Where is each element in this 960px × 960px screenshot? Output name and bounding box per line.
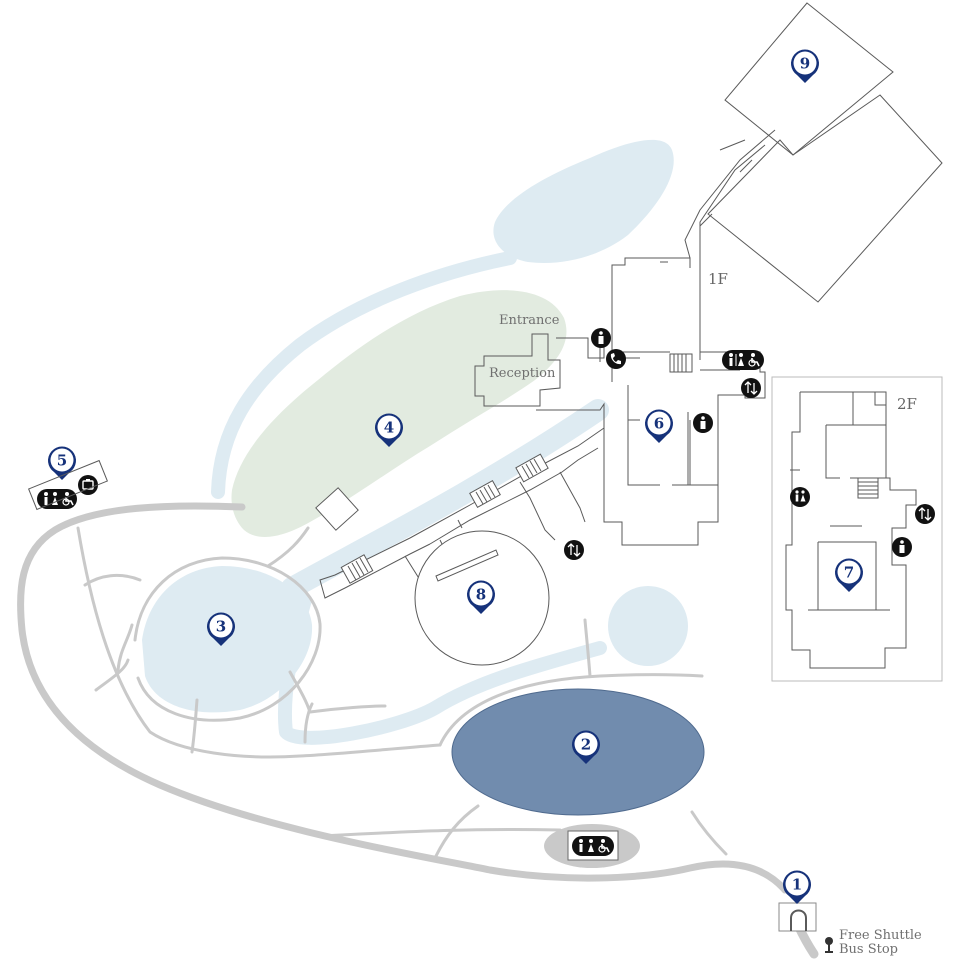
restroom-accessible-icon-5[interactable]	[37, 489, 77, 509]
lawn-pavilion	[315, 487, 359, 531]
path-h	[438, 673, 704, 747]
shuttle-label-line2: Bus Stop	[839, 942, 898, 957]
svg-text:1: 1	[792, 876, 802, 894]
shuttle-stop	[778, 902, 833, 953]
stairs-a-steps	[347, 557, 369, 581]
marker-5-sign	[27, 459, 109, 511]
stairs-a	[340, 554, 374, 584]
entrance-lines	[599, 348, 640, 382]
location-marker-9[interactable]: 9	[791, 49, 819, 83]
inner-road	[76, 526, 442, 759]
bus-stop-icon	[825, 937, 833, 953]
svg-text:9: 9	[800, 55, 810, 73]
locker-icon[interactable]	[78, 475, 98, 495]
location-marker-8[interactable]: 8	[467, 580, 495, 614]
path-e	[266, 526, 310, 568]
pond3-ring	[133, 556, 322, 722]
telephone-icon[interactable]	[606, 349, 626, 369]
stairs-1f-steps	[673, 354, 687, 372]
path-k	[318, 827, 562, 838]
shuttle-arch	[790, 909, 807, 931]
reception-label: Reception	[489, 366, 556, 381]
restroom-accessible-icon[interactable]	[722, 350, 764, 370]
wing-north	[319, 427, 605, 599]
svg-text:5: 5	[57, 452, 67, 470]
elevator-icon-wing[interactable]	[564, 540, 584, 560]
path-i	[583, 618, 592, 678]
path-l	[690, 810, 728, 856]
stairs-2f-steps	[858, 481, 878, 495]
floor-2f-frame	[771, 376, 943, 682]
restroom-icon-2f[interactable]	[790, 487, 810, 507]
corridor-detail	[660, 139, 753, 263]
svg-text:3: 3	[216, 618, 226, 636]
shuttle-shelter	[778, 902, 817, 932]
location-marker-4[interactable]: 4	[375, 413, 403, 447]
reception-room	[474, 333, 561, 407]
information-icon-6[interactable]	[693, 413, 713, 433]
floor-2f-label: 2F	[897, 395, 917, 413]
information-icon-2f[interactable]	[892, 537, 912, 557]
corridor-south	[699, 144, 766, 360]
elevator-icon[interactable]	[741, 378, 761, 398]
stairs-c	[515, 453, 549, 483]
round-fountain	[608, 586, 688, 666]
wing-rooms	[404, 471, 586, 581]
elevator-icon-2f[interactable]	[915, 504, 935, 524]
room-6-inner	[628, 412, 689, 485]
stairs-b-steps	[475, 484, 496, 505]
lawn-area	[231, 290, 567, 537]
round-hall-bar	[435, 549, 499, 582]
entrance-label: Entrance	[499, 313, 560, 328]
location-marker-2[interactable]: 2	[572, 730, 600, 764]
main-road	[17, 502, 789, 894]
stream-left	[211, 251, 517, 499]
location-marker-1[interactable]: 1	[783, 870, 811, 904]
floor-2f-rooms	[790, 392, 890, 611]
location-marker-3[interactable]: 3	[207, 612, 235, 646]
building-9-south	[707, 94, 943, 303]
lobby-wall	[536, 336, 605, 418]
floor-1f-label: 1F	[708, 270, 728, 288]
location-marker-5[interactable]: 5	[48, 446, 76, 480]
path-b	[94, 658, 130, 692]
location-marker-7[interactable]: 7	[835, 558, 863, 592]
stairs-1f	[669, 353, 693, 373]
path-g	[303, 702, 314, 744]
information-icon[interactable]	[591, 328, 611, 348]
svg-text:8: 8	[476, 586, 486, 604]
path-d	[116, 623, 134, 672]
building-9	[707, 2, 943, 303]
wing-mid	[429, 447, 599, 545]
upper-pond	[493, 139, 674, 263]
location-marker-6[interactable]: 6	[645, 409, 673, 443]
stairs-c-steps	[521, 458, 542, 479]
stairs-2f	[857, 477, 879, 499]
svg-text:4: 4	[384, 419, 394, 437]
svg-text:2: 2	[581, 736, 591, 754]
restroom-accessible-icon-pod[interactable]	[572, 836, 614, 856]
path-f	[288, 670, 387, 714]
floor-2f-inset	[771, 376, 943, 682]
room-6	[603, 385, 719, 546]
stream-channel	[281, 399, 609, 599]
stairs-b	[469, 480, 501, 508]
path-a	[83, 573, 142, 587]
svg-text:7: 7	[844, 564, 854, 582]
corridor-north	[611, 129, 776, 350]
shuttle-label-line1: Free Shuttle	[839, 928, 922, 943]
svg-text:6: 6	[654, 415, 664, 433]
path-c	[190, 698, 199, 754]
